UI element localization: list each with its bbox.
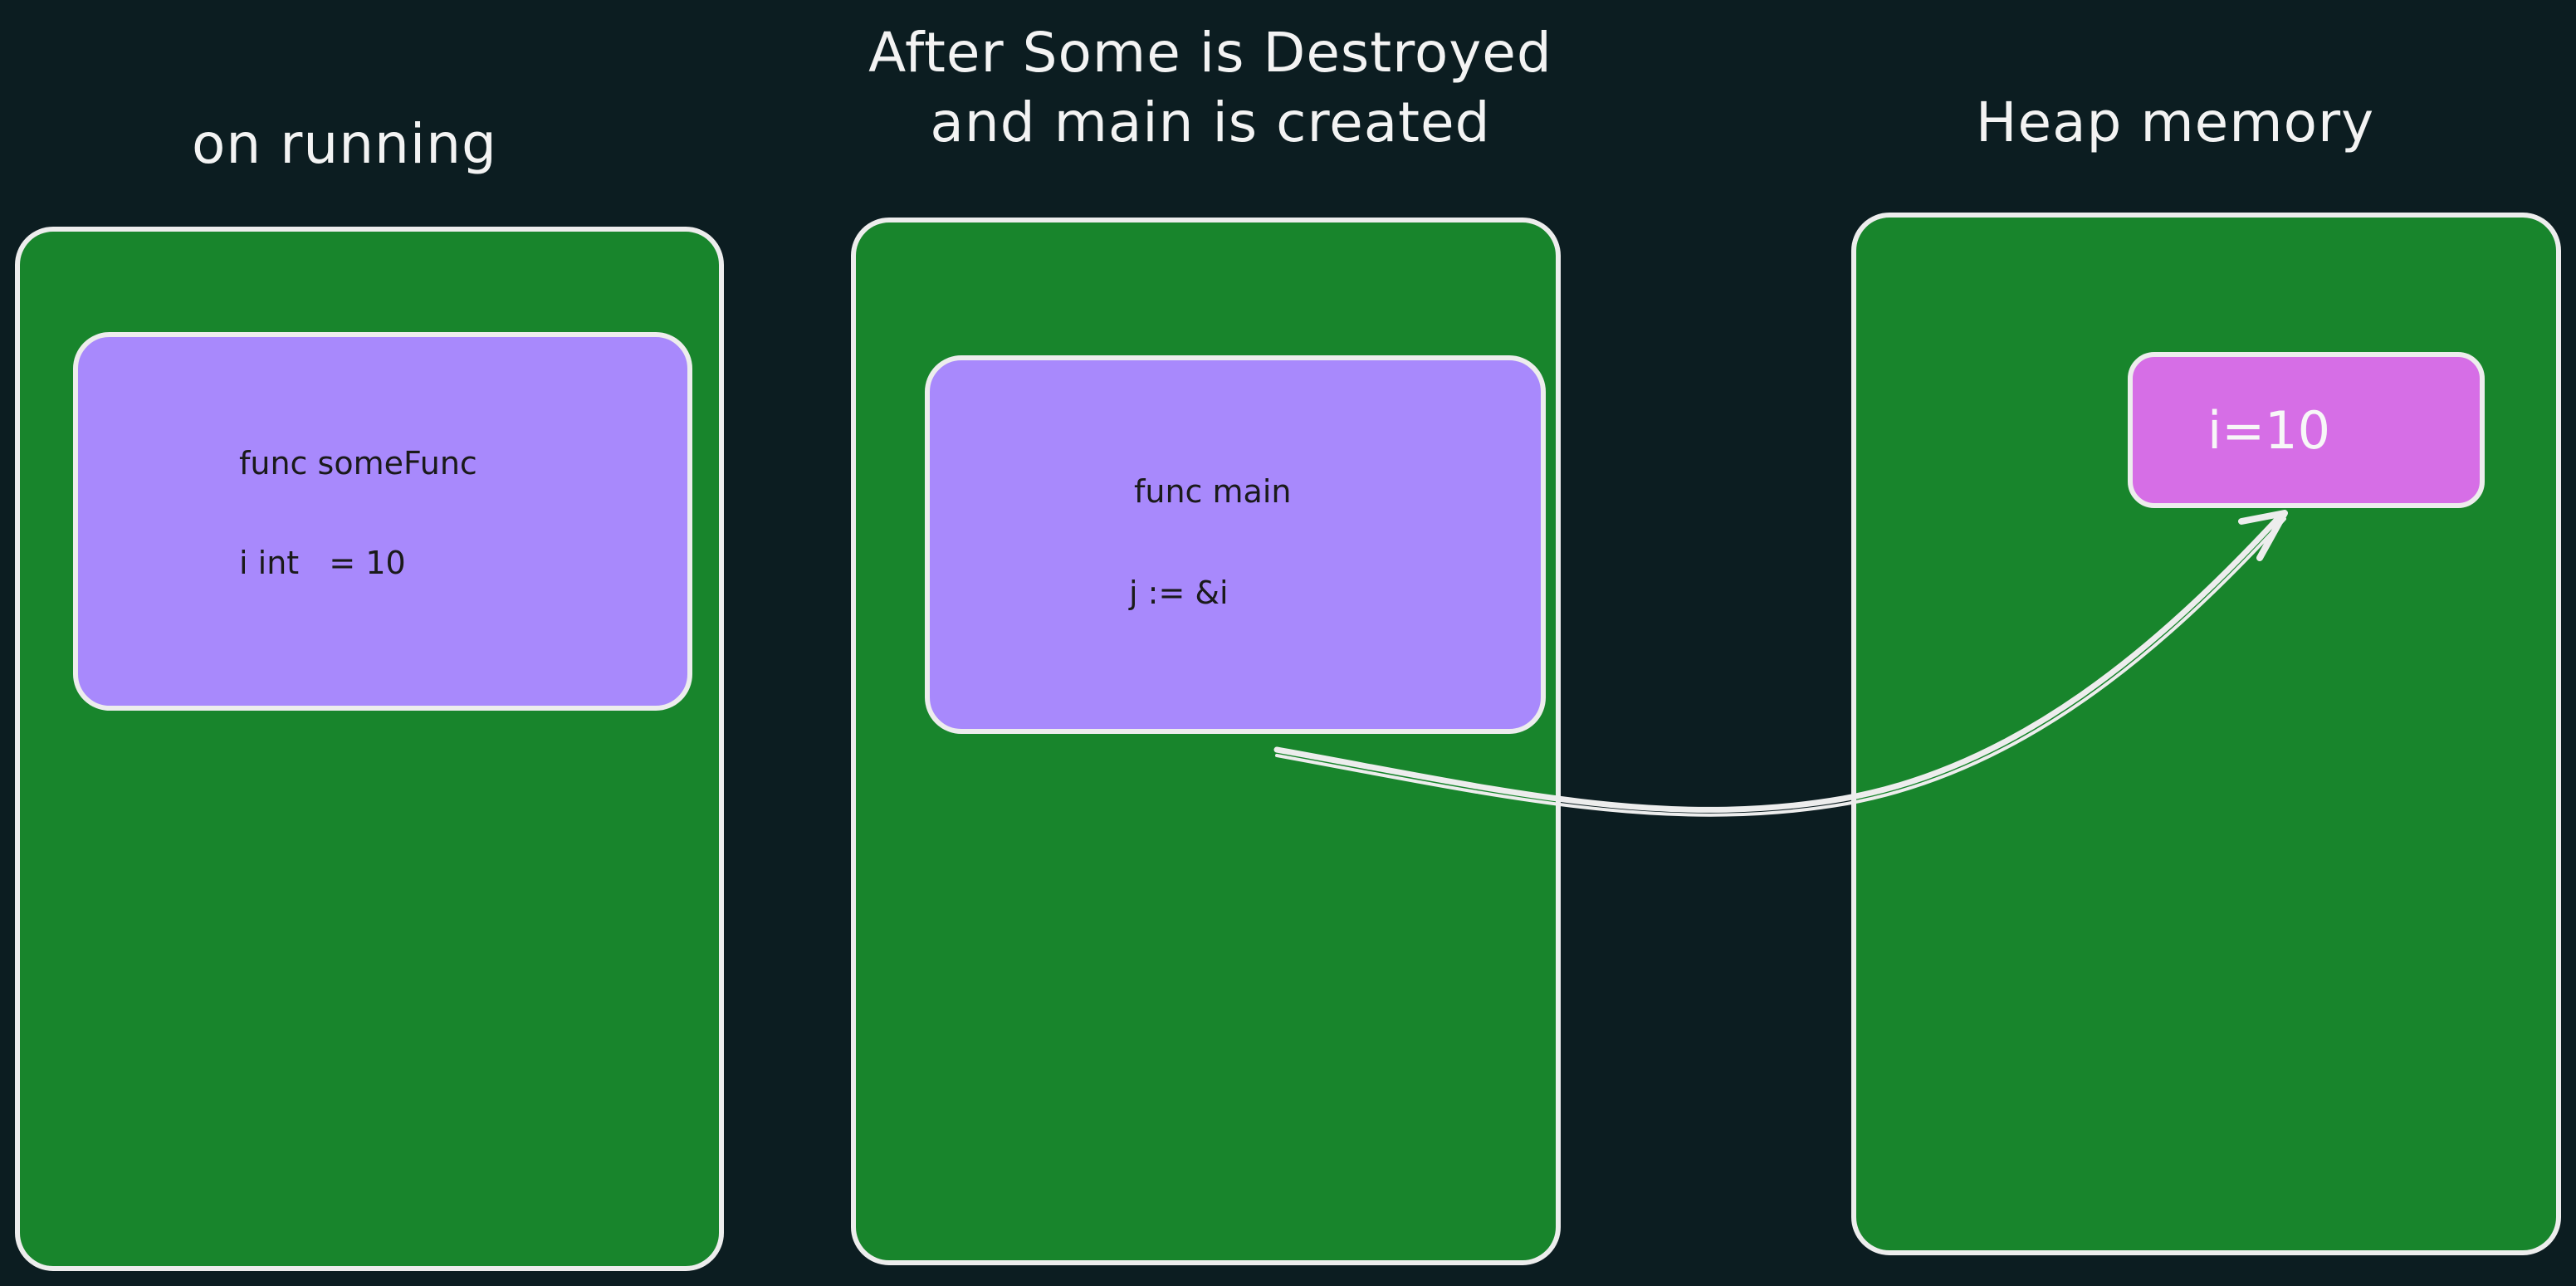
frame-variable-line: i int = 10 [239,545,406,581]
column-title-line: on running [192,112,497,176]
column-title-line: Heap memory [1975,90,2375,154]
frame-variable-line: j := &i [1129,575,1229,611]
column-title-heap-memory: Heap memory [1934,88,2416,158]
column-title-line: and main is created [930,90,1491,154]
frame-function-label: func someFunc [239,445,477,482]
stack-frame-somefunc: func someFunc i int = 10 [73,332,692,711]
column-title-on-running: on running [149,110,540,179]
stack-frame-main: func main j := &i [925,355,1546,734]
heap-value-box: i=10 [2128,352,2485,508]
frame-function-label: func main [1134,473,1292,510]
heap-value-label: i=10 [2207,399,2331,461]
column-title-line: After Some is Destroyed [868,21,1552,85]
column-title-after-destroyed: After Some is Destroyed and main is crea… [795,18,1625,158]
